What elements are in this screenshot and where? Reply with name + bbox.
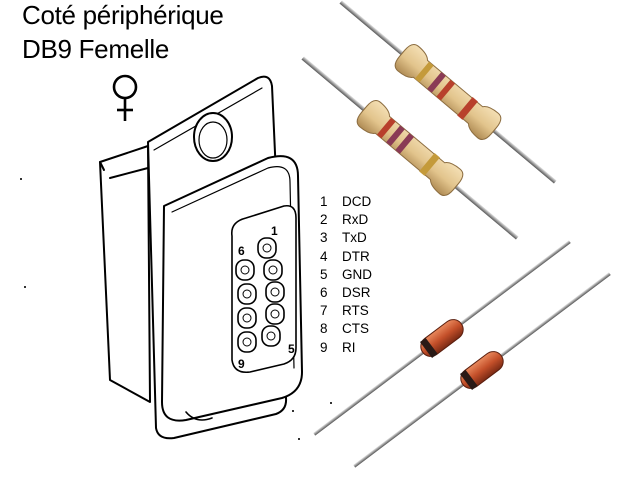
pin-signal: DCD — [342, 194, 372, 209]
pinout-row: 1 DCD — [320, 193, 372, 211]
pin-signal: DTR — [342, 248, 370, 264]
pin-number: 7 — [320, 303, 328, 319]
pinout-row: 5 GND — [320, 266, 372, 284]
scan-dot — [330, 402, 332, 404]
pin-number: 3 — [320, 230, 328, 246]
pin-number: 5 — [320, 266, 328, 282]
pin-number: 2 — [320, 212, 328, 228]
pinout-row: 6 DSR — [320, 284, 372, 302]
scan-dot — [20, 178, 22, 180]
resistor-top — [339, 0, 557, 184]
pin-label-6: 6 — [238, 244, 245, 258]
title-line-1: Coté périphérique — [22, 0, 224, 30]
pin-signal: CTS — [342, 321, 369, 337]
pin-signal: RxD — [342, 212, 369, 228]
resistor-bottom — [301, 56, 519, 240]
pinout-row: 2 RxD — [320, 211, 372, 229]
pin-label-9: 9 — [238, 357, 245, 371]
pin-number: 6 — [320, 284, 328, 300]
female-symbol-icon — [112, 74, 138, 121]
pinout-row: 8 CTS — [320, 320, 372, 338]
pin-number: 9 — [320, 339, 328, 355]
pin-signal: RTS — [342, 303, 369, 319]
pin-signal: RI — [342, 339, 356, 355]
title-line-2: DB9 Femelle — [22, 34, 169, 64]
pin-label-5: 5 — [288, 342, 295, 356]
pin-number: 8 — [320, 321, 328, 337]
pinout-row: 9 RI — [320, 339, 372, 357]
diode-bottom — [353, 272, 611, 468]
scan-dot — [292, 410, 294, 412]
pin-signal: TxD — [342, 230, 367, 246]
pin-number: 1 — [320, 194, 328, 209]
pin-number: 4 — [320, 248, 328, 264]
pinout-row: 3 TxD — [320, 229, 372, 247]
scan-dot — [24, 286, 26, 288]
pinout-row: 7 RTS — [320, 302, 372, 320]
pin-label-1: 1 — [271, 224, 278, 238]
pinout-row: 4 DTR — [320, 248, 372, 266]
pin-signal: GND — [342, 266, 372, 282]
diode-top — [313, 240, 571, 436]
pin-signal: DSR — [342, 284, 371, 300]
scan-dot — [298, 438, 300, 440]
